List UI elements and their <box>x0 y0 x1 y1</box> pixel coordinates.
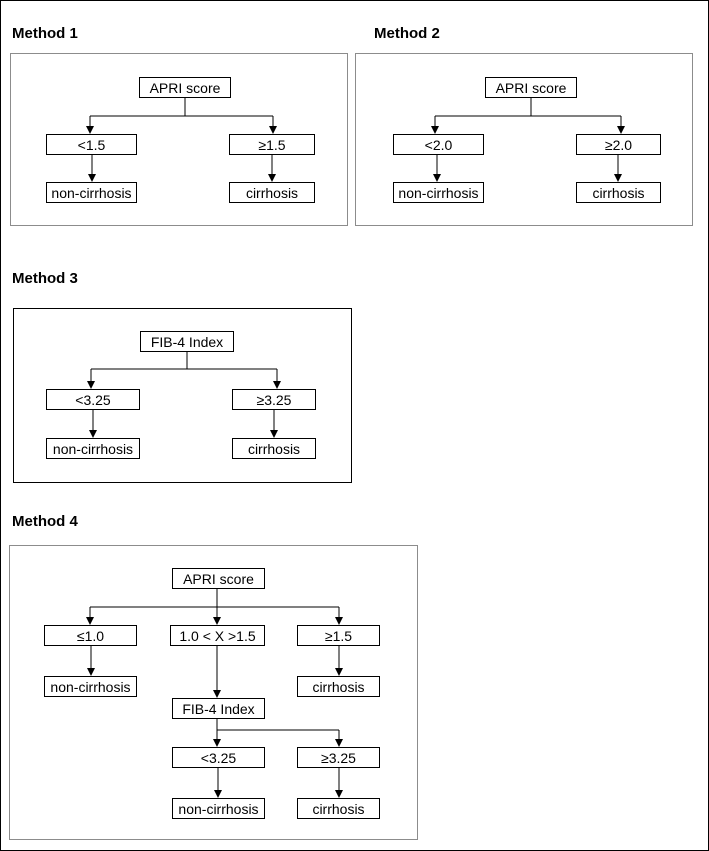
m4-arrow-fib4-left-head <box>213 739 221 747</box>
method-2-root-node: APRI score <box>485 77 577 98</box>
method-3-left-outcome: non-cirrhosis <box>46 438 140 459</box>
method-2-left-outcome: non-cirrhosis <box>393 182 484 203</box>
method-3-right-threshold: ≥3.25 <box>232 389 316 410</box>
m1-arrow-left-out-head <box>88 174 96 182</box>
m3-arrow-left-out-head <box>89 430 97 438</box>
m3-arrow-left-head <box>87 381 95 389</box>
m2-arrow-right-head <box>617 126 625 134</box>
method-1-root-node: APRI score <box>139 77 231 98</box>
method-1-right-threshold: ≥1.5 <box>229 134 315 155</box>
method-3-right-outcome: cirrhosis <box>232 438 316 459</box>
method-4-panel <box>9 545 418 840</box>
method-1-left-threshold: <1.5 <box>46 134 137 155</box>
m4-arrow-to-fib4-head <box>213 690 221 698</box>
method-4-left-threshold: ≤1.0 <box>44 625 137 646</box>
m2-arrow-left-head <box>431 126 439 134</box>
m3-arrow-right-out-head <box>270 430 278 438</box>
m4-arrow-fib4-left-out-head <box>214 790 222 798</box>
method-3-root-node: FIB-4 Index <box>140 331 234 352</box>
method-4-left-outcome: non-cirrhosis <box>44 676 137 697</box>
m4-arrow-fib4-right-head <box>335 739 343 747</box>
method-1-heading: Method 1 <box>12 25 78 42</box>
method-3-heading: Method 3 <box>12 270 78 287</box>
m4-arrow-left-out-head <box>87 668 95 676</box>
method-2-panel <box>355 53 693 226</box>
method-4-right-outcome: cirrhosis <box>297 676 380 697</box>
m4-arrow-middle-head <box>213 617 221 625</box>
method-4-second-left-outcome: non-cirrhosis <box>172 798 265 819</box>
method-4-right-threshold: ≥1.5 <box>297 625 380 646</box>
method-2-right-outcome: cirrhosis <box>576 182 661 203</box>
method-1-panel <box>10 53 348 226</box>
m4-arrow-fib4-right-out-head <box>335 790 343 798</box>
method-4-second-right-outcome: cirrhosis <box>297 798 380 819</box>
method-4-second-test-node: FIB-4 Index <box>172 698 265 719</box>
m1-arrow-right-out-head <box>268 174 276 182</box>
method-1-right-outcome: cirrhosis <box>229 182 315 203</box>
method-4-middle-threshold: 1.0 < X >1.5 <box>170 625 265 646</box>
method-4-heading: Method 4 <box>12 513 78 530</box>
method-1-left-outcome: non-cirrhosis <box>46 182 137 203</box>
method-4-second-left-threshold: <3.25 <box>172 747 265 768</box>
m2-arrow-left-out-head <box>433 174 441 182</box>
m3-arrow-right-head <box>273 381 281 389</box>
m2-arrow-right-out-head <box>614 174 622 182</box>
m4-arrow-left-head <box>86 617 94 625</box>
method-3-panel <box>13 308 352 483</box>
m4-arrow-right-out-head <box>335 668 343 676</box>
m4-arrow-right-head <box>335 617 343 625</box>
method-2-left-threshold: <2.0 <box>393 134 484 155</box>
method-2-heading: Method 2 <box>374 25 440 42</box>
method-4-root-node: APRI score <box>172 568 265 589</box>
method-4-second-right-threshold: ≥3.25 <box>297 747 380 768</box>
m1-arrow-left-head <box>86 126 94 134</box>
m1-arrow-right-head <box>269 126 277 134</box>
method-3-left-threshold: <3.25 <box>46 389 140 410</box>
method-2-right-threshold: ≥2.0 <box>576 134 661 155</box>
